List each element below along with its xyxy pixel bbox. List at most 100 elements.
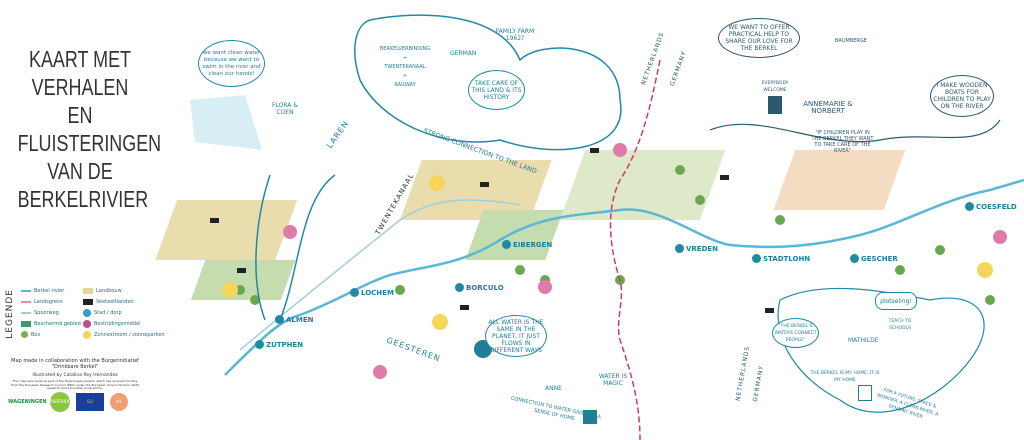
city-label: ALMEN xyxy=(286,315,314,324)
legend-label: Beschermd gebied xyxy=(34,320,81,327)
legend-label: Berkel rivier xyxy=(34,287,65,294)
speech-bubble-farm: TAKE CARE OF THIS LAND & ITS HISTORY xyxy=(468,70,525,110)
farmland-icon xyxy=(83,287,93,294)
city-stadtlohn[interactable]: STADTLOHN xyxy=(752,254,810,263)
river-line-icon xyxy=(21,289,31,292)
wageningen-logo: WAGENINGEN xyxy=(8,399,47,405)
exclaim-bubble: plotseling! xyxy=(875,292,917,310)
speech-bubble-boats: I MAKE WOODEN BOATS FOR CHILDREN TO PLAY… xyxy=(930,75,994,117)
home-heart-icon xyxy=(858,385,872,401)
arrow-laren xyxy=(279,174,336,321)
legend-column-right: Landbouw Veeteeltlanden Stad / dorp Best… xyxy=(83,285,165,340)
title-line: VERHALEN xyxy=(31,74,129,100)
water-is-magic: WATER IS MAGIC xyxy=(598,373,628,387)
legend-label: Zonnestroom / zonneparken xyxy=(94,331,165,338)
quote-children-play: "IF CHILDREN PLAY IN THE BERKEL THEY WAN… xyxy=(811,130,874,154)
history-line: RAILWAY xyxy=(394,82,416,88)
legend-label: Stad / dorp xyxy=(94,309,122,316)
legend-item-cows: Veeteeltlanden xyxy=(83,296,165,307)
name-mathilde: MATHILDE xyxy=(848,337,879,344)
riverhood-logo: RIVERHOOD xyxy=(50,392,74,412)
legend-label: Landbouw xyxy=(96,287,122,294)
town-icon xyxy=(275,315,284,324)
legend-label: Bos xyxy=(31,331,41,338)
title-line: KAART MET xyxy=(28,46,132,72)
speech-bubble-mathilde: "THE BERKEL'S WATERS CONNECT PEOPLE" xyxy=(772,318,819,348)
legend-item-railway: Spoorweg xyxy=(21,307,81,318)
legend-item-town: Stad / dorp xyxy=(83,307,165,318)
cow-icon xyxy=(83,298,93,305)
city-vreden[interactable]: VREDEN xyxy=(675,244,718,253)
speech-bubble-flora-coen: we want clean water because we want to s… xyxy=(198,40,265,87)
city-label: LOCHEM xyxy=(361,288,394,297)
legend-item-forest: Bos xyxy=(21,329,81,340)
sun-icon xyxy=(83,330,91,339)
sun-icons xyxy=(222,175,993,330)
farm-history: BERKELVERBINDING + TWENTEKANAAL + RAILWA… xyxy=(375,45,435,90)
railway-line-icon xyxy=(21,311,31,314)
city-label: BORCULO xyxy=(466,283,504,292)
border-line-icon xyxy=(21,300,31,303)
town-icon xyxy=(752,254,761,263)
history-line: BERKELVERBINDING xyxy=(379,46,431,52)
story-outline-mathilde xyxy=(777,287,985,413)
town-icon xyxy=(850,254,859,263)
city-zutphen[interactable]: ZUTPHEN xyxy=(255,340,303,349)
flora-coen-water xyxy=(190,95,262,150)
history-line: + xyxy=(402,55,408,61)
eu-flag-logo: EU xyxy=(76,393,104,411)
city-lochem[interactable]: LOCHEM xyxy=(350,288,394,297)
arrow-flora xyxy=(255,174,271,321)
names-flora-coen: FLORA & COEN xyxy=(272,102,298,116)
city-label: COESFELD xyxy=(976,202,1017,211)
town-icon xyxy=(455,283,464,292)
legend-item-pesticide: Bestrijdingsmiddel xyxy=(83,318,165,329)
town-icon xyxy=(965,202,974,211)
mathilde-home: THE BERKEL IS MY HOME, IT IS MY HOME xyxy=(810,371,880,383)
berkel-river xyxy=(224,178,1024,376)
credit-collaboration: Map made in collaboration with the Burge… xyxy=(11,358,139,370)
speech-bubble-anne: ALL WATER IS THE SAME IN THE PLANET, IT … xyxy=(485,315,547,357)
city-label: EIBERGEN xyxy=(513,240,553,249)
map-title: KAART MET VERHALEN EN FLUISTERINGEN VAN … xyxy=(0,45,162,213)
history-line: TWENTEKANAAL xyxy=(384,64,426,70)
town-icon xyxy=(675,244,684,253)
legend-label: Bestrijdingsmiddel xyxy=(94,320,141,327)
city-coesfeld[interactable]: COESFELD xyxy=(965,202,1017,211)
town-icon xyxy=(350,288,359,297)
town-icon xyxy=(502,240,511,249)
legend-item-protected: Beschermd gebied xyxy=(21,318,81,329)
legend-label: Spoorweg xyxy=(34,309,59,316)
city-borculo[interactable]: BORCULO xyxy=(455,283,504,292)
town-icon xyxy=(83,308,91,317)
twentekanaal xyxy=(239,199,521,351)
house-welcome-sign: EVERYBODY WELCOME xyxy=(761,81,789,93)
family-farm-label: FAMILY FARM 1962? xyxy=(495,28,535,42)
city-eibergen[interactable]: EIBERGEN xyxy=(502,240,552,249)
home-heart-icon xyxy=(583,410,597,424)
legend-label: Veeteeltlanden xyxy=(96,298,134,305)
name-anne: ANNE xyxy=(545,385,562,392)
logo-row: WAGENINGEN RIVERHOOD EU erc xyxy=(8,390,148,414)
house-icon xyxy=(768,96,782,114)
protected-area-icon xyxy=(21,320,31,327)
title-line: VAN DE xyxy=(47,158,113,184)
city-label: STADTLOHN xyxy=(763,254,811,263)
city-gescher[interactable]: GESCHER xyxy=(850,254,898,263)
legend-item-river: Berkel rivier xyxy=(21,285,81,296)
history-line: + xyxy=(402,73,408,79)
legend-column-left: Berkel rivier Landsgrens Spoorweg Besche… xyxy=(21,285,81,340)
title-line: EN xyxy=(67,102,93,128)
legend-label: Landsgrens xyxy=(34,298,63,305)
farmer-name: GERMAN xyxy=(450,50,477,57)
teach-schools: TEACH TO SCHOOLS xyxy=(888,319,912,331)
names-annemarie-norbert: ANNEMARIE & NORBERT xyxy=(803,100,853,115)
credit-illustrator: Illustrated by Catalina Rey Hernández xyxy=(32,373,118,378)
pesticide-icon xyxy=(83,319,91,328)
erc-logo: erc xyxy=(110,393,128,411)
story-outline-farm xyxy=(354,14,622,151)
forest-icon xyxy=(21,331,28,338)
city-almen[interactable]: ALMEN xyxy=(275,315,313,324)
legend-item-border: Landsgrens xyxy=(21,296,81,307)
